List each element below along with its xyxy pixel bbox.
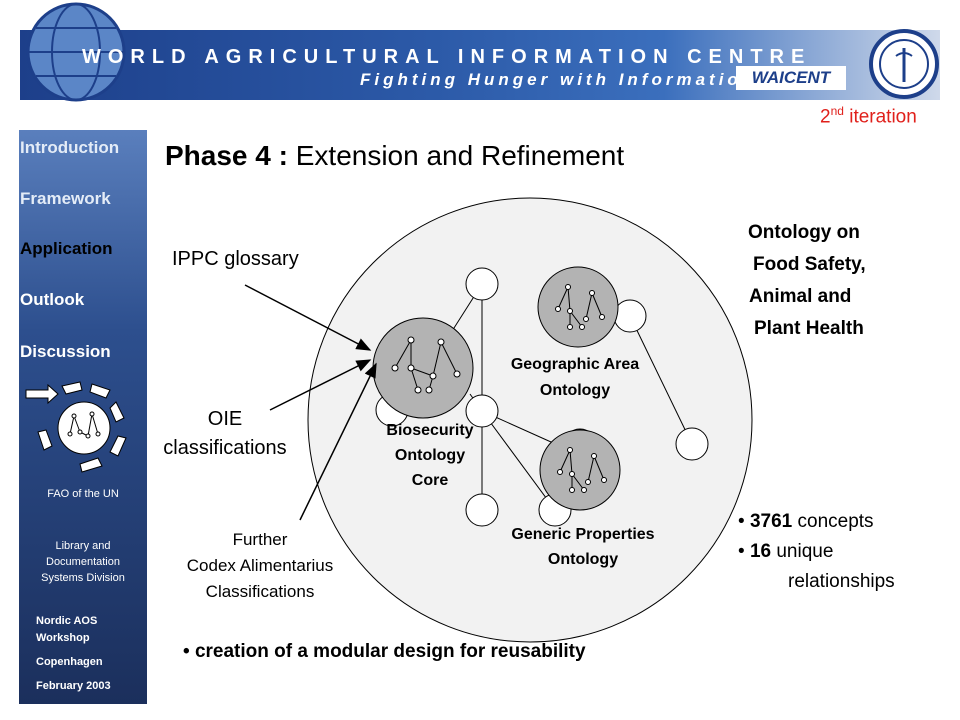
sidebar-event-1: Nordic AOS [36, 615, 98, 627]
sidebar-division: Library and Documentation Systems Divisi… [41, 540, 125, 584]
arrow-ippc [244, 284, 372, 351]
sidebar-event-3: Copenhagen [36, 656, 103, 668]
generic-module [539, 429, 621, 511]
nav-item-application[interactable]: Application [20, 239, 113, 258]
core-module [372, 317, 474, 419]
banner-title: WORLD AGRICULTURAL INFORMATION CENTRE [82, 46, 812, 68]
sidebar-org: FAO of the UN [47, 488, 119, 500]
banner-subtitle: Fighting Hunger with Information [360, 70, 757, 89]
footer-bullet: • creation of a modular design for reusa… [183, 641, 586, 662]
stat-relationships-line2: relationships [788, 571, 895, 592]
sidebar-event-4: February 2003 [36, 680, 111, 692]
codex-label: Further Codex Alimentarius Classificatio… [186, 530, 334, 601]
fao-logo [869, 29, 939, 99]
stat-relationships: • 16 unique [738, 541, 834, 562]
node [465, 493, 499, 527]
oie-label: OIE classifications [163, 408, 287, 459]
iteration-label: 2nd iteration [820, 104, 917, 128]
stat-concepts: • 3761 concepts [738, 511, 874, 532]
node [465, 267, 499, 301]
generic-module-label: Generic Properties Ontology [511, 526, 655, 568]
node [465, 394, 499, 428]
nav-item-outlook[interactable]: Outlook [20, 290, 85, 309]
banner: WORLD AGRICULTURAL INFORMATION CENTRE Fi… [0, 0, 960, 108]
slide-title: Phase 4 : Extension and Refinement [165, 140, 625, 171]
sidebar-event-2: Workshop [36, 632, 90, 644]
geo-module-label: Geographic Area Ontology [510, 356, 640, 399]
ippc-label: IPPC glossary [172, 248, 299, 270]
ontology-heading: Ontology on Food Safety, Animal and Plan… [748, 222, 866, 339]
nav-item-framework[interactable]: Framework [20, 189, 111, 208]
nav-item-introduction[interactable]: Introduction [20, 138, 120, 157]
cycle-icon [25, 381, 127, 473]
node [613, 299, 647, 333]
arrow-codex [299, 362, 377, 521]
node [675, 427, 709, 461]
core-module-label: Biosecurity Ontology Core [386, 422, 474, 489]
globe-icon [26, 2, 126, 102]
input-arrows [244, 284, 377, 521]
geo-module [537, 266, 619, 348]
arrow-oie [269, 359, 372, 411]
nav-item-discussion[interactable]: Discussion [20, 342, 111, 361]
waicent-logo: WAICENT [736, 66, 846, 90]
